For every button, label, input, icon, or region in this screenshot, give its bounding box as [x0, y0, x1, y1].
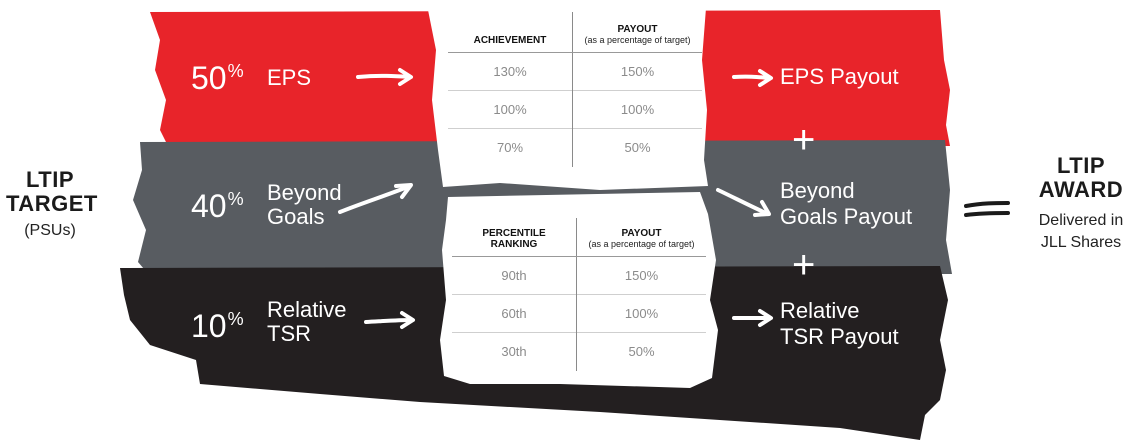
hand-drawn-arrow-icon: [338, 183, 413, 214]
ltip-award-title-line1: LTIP: [1056, 153, 1106, 178]
ltip-target-label: LTIP TARGET (PSUs): [6, 167, 98, 242]
table-header-row: ACHIEVEMENT PAYOUT (as a percentage of t…: [448, 12, 702, 53]
table-cell: 60th: [452, 294, 577, 333]
eps-payout-label: EPS Payout: [780, 64, 899, 89]
hand-drawn-arrow-icon: [356, 68, 413, 86]
beyond-goals-percent: 40%: [191, 188, 244, 224]
ltip-target-subtitle: (PSUs): [24, 222, 76, 239]
table-header-payout: PAYOUT (as a percentage of target): [576, 218, 706, 257]
table-cell: 100%: [572, 90, 702, 129]
table-row: 100% 100%: [448, 90, 702, 129]
hand-drawn-arrow-icon: [364, 311, 415, 329]
relative-tsr-percent: 10%: [191, 308, 244, 344]
table-header-percentile-ranking: PERCENTILE RANKING: [452, 218, 577, 257]
eps-metric-label: EPS: [267, 65, 312, 90]
hand-drawn-arrow-icon: [732, 309, 773, 327]
table-cell: 100%: [576, 294, 706, 333]
table-header-achievement: ACHIEVEMENT: [448, 12, 573, 53]
beyond-goals-metric-label: Beyond Goals: [267, 180, 342, 229]
relative-tsr-metric-label: Relative TSR: [267, 297, 347, 346]
table-cell: 30th: [452, 332, 577, 371]
table-cell: 100%: [448, 90, 573, 129]
table-cell: 50%: [576, 332, 706, 371]
table-cell: 70%: [448, 128, 573, 167]
ltip-target-title-line1: LTIP: [25, 167, 75, 192]
hand-drawn-arrow-icon: [716, 188, 771, 217]
beyond-goals-payout-label: Beyond Goals Payout: [780, 178, 913, 229]
plus-sign-2: +: [792, 243, 816, 287]
table-row: 130% 150%: [448, 52, 702, 91]
eps-percent: 50%: [191, 60, 244, 96]
table-cell: 130%: [493, 64, 527, 79]
table-cell: 150%: [576, 256, 706, 295]
eps-payout-table: ACHIEVEMENT PAYOUT (as a percentage of t…: [448, 12, 702, 167]
table-header-row: PERCENTILE RANKING PAYOUT (as a percenta…: [452, 218, 706, 257]
table-cell: 150%: [572, 52, 702, 91]
equals-sign-icon: [964, 201, 1010, 217]
ltip-award-sub-line2: JLL Shares: [1040, 234, 1122, 251]
relative-tsr-payout-label: Relative TSR Payout: [780, 298, 899, 349]
table-cell: 50%: [572, 128, 702, 167]
table-row: 30th 50%: [452, 332, 706, 371]
ltip-award-label: LTIP AWARD Delivered in JLL Shares: [1026, 154, 1136, 254]
hand-drawn-arrow-icon: [732, 69, 773, 87]
table-row: 60th 100%: [452, 294, 706, 333]
plus-sign-1: +: [792, 118, 816, 162]
table-row: 90th 150%: [452, 256, 706, 295]
table-header-payout: PAYOUT (as a percentage of target): [572, 12, 702, 53]
ltip-award-title-line2: AWARD: [1038, 177, 1124, 202]
table-row: 70% 50%: [448, 128, 702, 167]
ltip-award-sub-line1: Delivered in: [1038, 212, 1124, 229]
tsr-payout-table: PERCENTILE RANKING PAYOUT (as a percenta…: [452, 218, 706, 371]
ltip-target-title-line2: TARGET: [6, 191, 98, 216]
table-cell: 90th: [501, 268, 527, 283]
